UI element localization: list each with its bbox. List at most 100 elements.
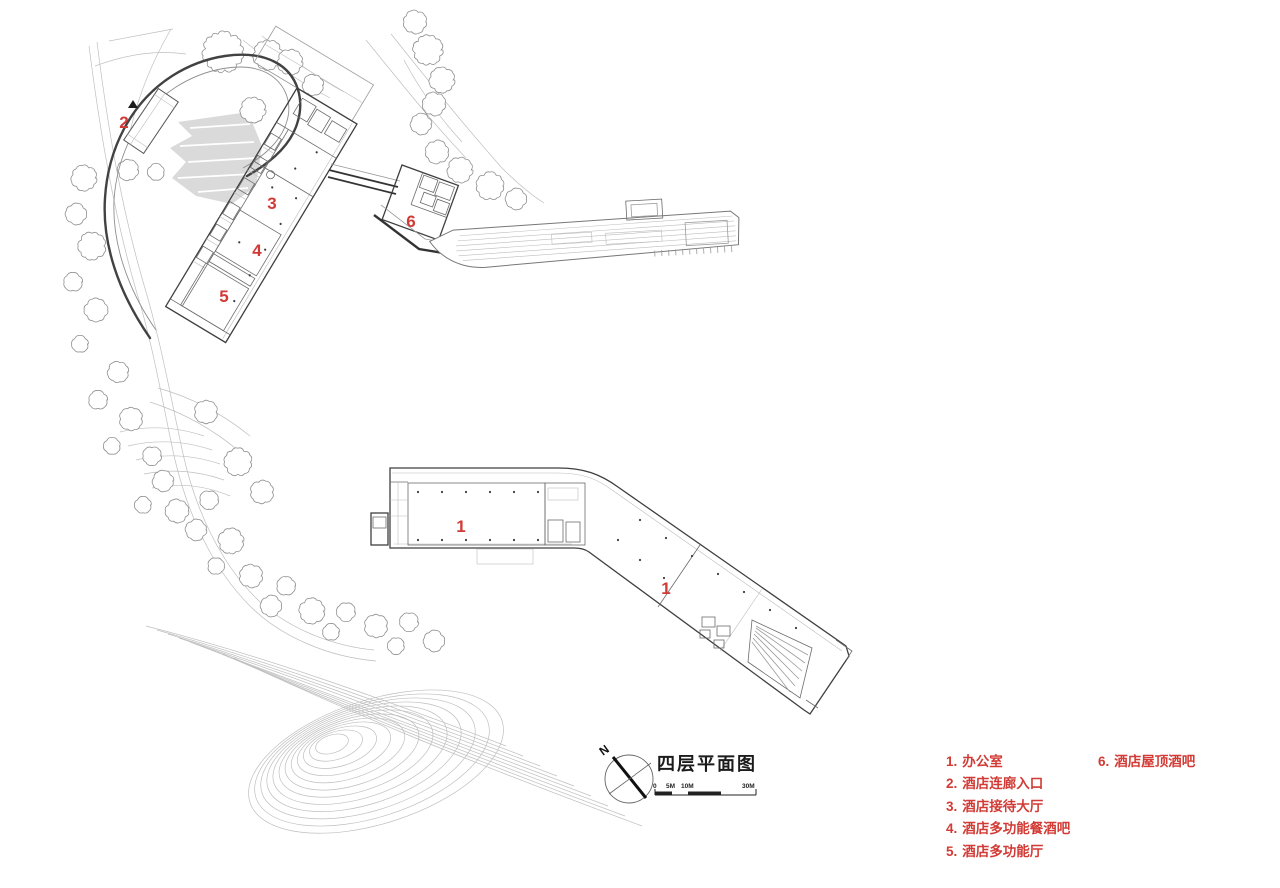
legend-item: 3.酒店接待大厅 <box>946 796 1084 818</box>
legend-item: 5.酒店多功能厅 <box>946 841 1084 863</box>
legend-item-label: 酒店屋顶酒吧 <box>1114 754 1196 769</box>
scale-tick-5: 5M <box>666 783 675 790</box>
column-dot <box>233 299 236 303</box>
north-label: N <box>597 742 612 758</box>
tree <box>201 30 245 74</box>
stair-core <box>418 174 439 193</box>
plan-marker-1: 1 <box>456 517 465 536</box>
plan-title: 四层平面图 <box>657 754 757 774</box>
contour-line <box>189 641 575 787</box>
column-dot <box>536 538 540 542</box>
direction-arrow <box>128 100 138 108</box>
roof-panel <box>605 229 663 245</box>
stair-core <box>701 616 716 628</box>
column-dot <box>440 490 444 494</box>
bridge-corridor <box>327 163 401 195</box>
tree <box>64 202 88 226</box>
planter-symbol <box>266 170 275 180</box>
column-dot <box>440 538 444 542</box>
rooftop-bar-outline <box>381 164 460 241</box>
roof-light <box>684 219 729 247</box>
stair-annex <box>370 512 389 546</box>
tree <box>428 66 456 94</box>
core-block <box>544 482 586 546</box>
legend-item-label: 酒店连廊入口 <box>962 776 1044 792</box>
tree <box>412 34 444 66</box>
column-dot <box>315 151 318 154</box>
path-line <box>94 52 187 67</box>
plan-marker-6: 6 <box>406 212 415 231</box>
tree-layer <box>63 9 528 655</box>
legend-item: 1.办公室 <box>946 751 1084 773</box>
tree <box>207 557 225 575</box>
legend-item-label: 办公室 <box>962 754 1003 769</box>
tree <box>184 518 208 542</box>
legend-column-2: 6.酒店屋顶酒吧 <box>1098 751 1195 863</box>
tree <box>106 360 129 384</box>
tree <box>421 91 447 117</box>
plan-marker-4: 4 <box>252 241 262 260</box>
tree <box>194 399 218 425</box>
column-dot <box>716 572 720 576</box>
office-outline <box>389 467 850 715</box>
tree <box>70 164 98 192</box>
contour-line <box>266 701 462 812</box>
contour-layer <box>88 28 643 834</box>
stair-core <box>434 181 456 201</box>
service-core <box>222 201 241 221</box>
east-wing <box>428 198 740 268</box>
canopy-below <box>476 548 534 565</box>
legend-item: 4.酒店多功能餐酒吧 <box>946 818 1084 840</box>
tree <box>504 187 528 211</box>
path-line <box>127 441 213 451</box>
path-line <box>129 28 172 133</box>
contour-line <box>260 697 476 820</box>
tree <box>83 297 109 323</box>
stair-core <box>565 521 581 543</box>
elevator-core <box>713 639 725 649</box>
service-core <box>209 223 228 242</box>
contour-line <box>156 629 524 757</box>
column-dot <box>488 490 492 494</box>
elevator-core <box>432 198 451 216</box>
stair-core <box>716 625 731 637</box>
contour-line <box>167 633 541 767</box>
loop-road <box>103 53 302 340</box>
column-dot <box>488 538 492 542</box>
contour-line <box>248 689 504 834</box>
tree <box>63 272 84 292</box>
column-dot <box>794 626 798 630</box>
column-dot <box>638 518 642 522</box>
contour-line <box>178 637 558 777</box>
column-dot <box>536 490 540 494</box>
contour-line <box>315 733 349 755</box>
column-dots <box>233 151 318 303</box>
column-dot <box>512 538 516 542</box>
column-dot <box>248 274 251 277</box>
tree <box>336 602 356 623</box>
tree <box>103 437 121 455</box>
column-dot <box>416 490 420 494</box>
column-dot <box>279 222 282 226</box>
service-core <box>237 177 256 196</box>
title-block: N 四层平面图 0 5M 10M 30M <box>597 742 757 804</box>
rooftop-bar-building <box>381 164 460 241</box>
stair-core <box>307 108 332 134</box>
tree <box>322 623 340 641</box>
tree <box>223 447 253 477</box>
elevator-core <box>419 191 437 208</box>
compass-cross-line <box>608 762 652 795</box>
tree <box>119 406 143 432</box>
contour-line <box>145 625 507 747</box>
legend-item: 2.酒店连廊入口 <box>946 773 1084 795</box>
tree <box>259 594 283 618</box>
tree <box>422 629 446 653</box>
tree <box>151 469 175 493</box>
tree <box>475 171 505 201</box>
column-dot <box>690 554 694 558</box>
contour-line <box>233 657 643 827</box>
